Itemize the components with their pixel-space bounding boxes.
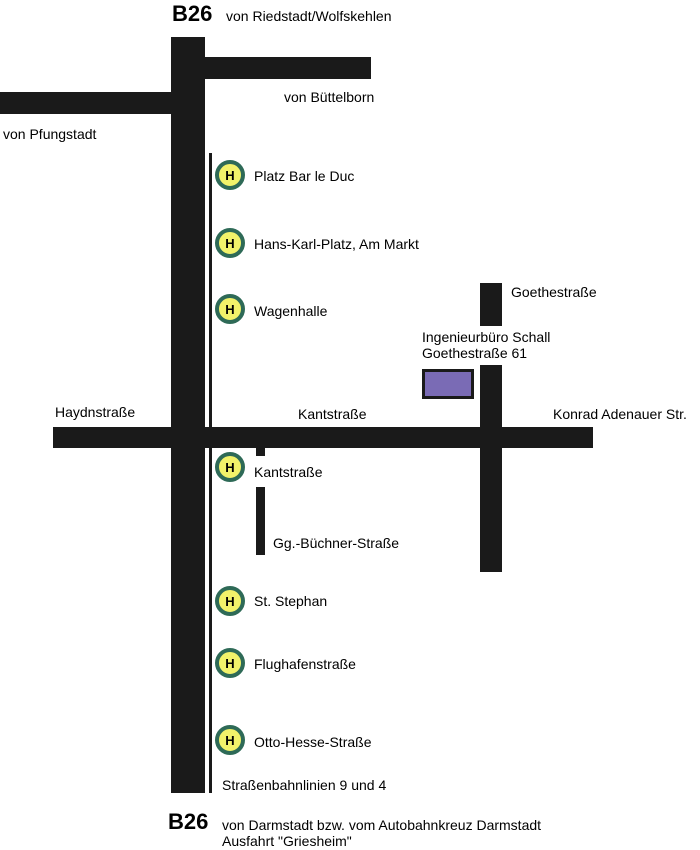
label-haydnstrasse: Haydnstraße — [55, 404, 136, 420]
label-bueuchnerstrasse: Gg.-Büchner-Straße — [273, 535, 400, 551]
bus-stop-icon: H — [215, 648, 245, 678]
bus-stop-icon: H — [215, 725, 245, 755]
svg-text:H: H — [225, 168, 234, 183]
bus-stop-icon: H — [215, 228, 245, 258]
road-bueuchnerstrasse — [256, 487, 265, 555]
label-from-buettelborn: von Büttelborn — [284, 89, 375, 105]
label-kantstrasse-road: Kantstraße — [298, 406, 367, 422]
label-from-pfungstadt: von Pfungstadt — [3, 126, 97, 142]
label-konrad-adenauer-str: Konrad Adenauer Str. — [553, 406, 687, 422]
stop-label: Otto-Hesse-Straße — [254, 734, 372, 750]
svg-text:H: H — [225, 236, 234, 251]
label-tram-lines: Straßenbahnlinien 9 und 4 — [222, 777, 387, 793]
stop-label: Wagenhalle — [254, 303, 328, 319]
office-address: Goethestraße 61 — [422, 345, 528, 361]
road-kantstrasse — [53, 427, 593, 448]
svg-text:H: H — [225, 656, 234, 671]
label-goethestrasse: Goethestraße — [511, 284, 597, 300]
svg-text:H: H — [225, 460, 234, 475]
bus-stop-icon: H — [215, 452, 245, 482]
office-location-marker — [422, 369, 474, 399]
office-name: Ingenieurbüro Schall — [422, 329, 551, 345]
road-to-buettelborn — [205, 57, 371, 79]
label-exit-griesheim: Ausfahrt "Griesheim" — [222, 833, 352, 849]
road-bueuchner-stub — [256, 448, 265, 456]
stop-label: St. Stephan — [254, 593, 328, 609]
svg-text:H: H — [225, 302, 234, 317]
bus-stop-icon: H — [215, 294, 245, 324]
route-b26-top: B26 — [172, 1, 213, 26]
stop-label: Hans-Karl-Platz, Am Markt — [254, 236, 419, 252]
tram-line — [209, 153, 212, 793]
bus-stop-icon: H — [215, 160, 245, 190]
road-b26 — [171, 37, 205, 793]
stop-label: Platz Bar le Duc — [254, 168, 355, 184]
svg-text:H: H — [225, 733, 234, 748]
bus-stop-icon: H — [215, 586, 245, 616]
label-from-riedstadt: von Riedstadt/Wolfskehlen — [226, 8, 392, 24]
label-from-darmstadt: von Darmstadt bzw. vom Autobahnkreuz Dar… — [222, 817, 542, 833]
stop-label: Kantstraße — [254, 464, 323, 480]
road-to-pfungstadt — [0, 92, 171, 114]
stop-label: Flughafenstraße — [254, 656, 356, 672]
road-goethestrasse-north — [480, 283, 502, 326]
road-goethestrasse — [480, 365, 502, 572]
route-b26-bottom: B26 — [168, 809, 209, 834]
svg-text:H: H — [225, 594, 234, 609]
